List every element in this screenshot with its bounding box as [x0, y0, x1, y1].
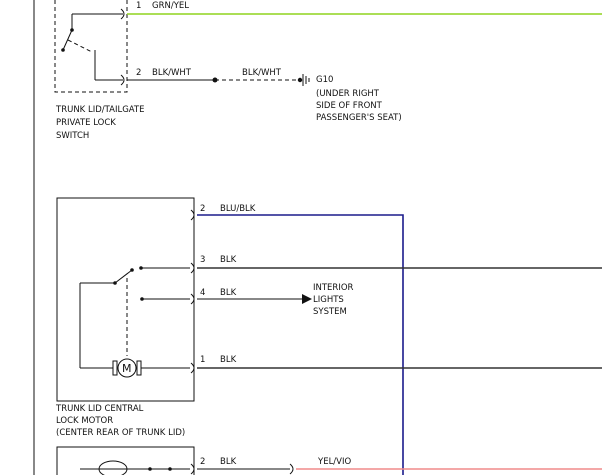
- connector-chevron-bottom-pin2: [190, 463, 195, 475]
- ground-id: G10: [316, 75, 333, 85]
- motor-pin4-number: 4: [200, 288, 205, 298]
- bottom-node-1: [148, 467, 152, 471]
- pin1-wire-label: GRN/YEL: [152, 1, 189, 11]
- motor-pin1-number: 1: [200, 355, 205, 365]
- connector-chevron-motor-pin4: [190, 293, 195, 305]
- motor-icon: [117, 358, 137, 378]
- pin2-number: 2: [136, 68, 141, 78]
- motor-pin4-dot: [140, 297, 144, 301]
- connector-chevron-motor-pin2: [190, 209, 195, 221]
- ext-wire-label: BLK/WHT: [242, 68, 282, 78]
- switch-label-1: TRUNK LID/TAILGATE: [55, 105, 145, 115]
- bottom-component: 2 BLK YEL/VIO: [56, 446, 602, 475]
- private-lock-switch: 1 GRN/YEL 2 BLK/WHT BLK/WHT G10 (UNDER R…: [54, 0, 602, 141]
- pin1-number: 1: [136, 1, 141, 11]
- motor-switch-fixed-dot: [139, 266, 143, 270]
- pin4-destination-2: LIGHTS: [313, 295, 344, 305]
- motor-switch-contact: [130, 268, 134, 272]
- ground-icon: [297, 74, 310, 86]
- bottom-enclosure: [56, 446, 195, 475]
- ground-location-2: SIDE OF FRONT: [316, 101, 383, 111]
- switch-pivot: [70, 28, 74, 32]
- motor-pin2-wire-label: BLU/BLK: [220, 204, 256, 214]
- motor-cap-left: [112, 360, 118, 376]
- motor-pin2-number: 2: [200, 204, 205, 214]
- ground-location-1: (UNDER RIGHT: [316, 89, 380, 99]
- connector-chevron-pin1: [120, 8, 125, 20]
- bottom-pin2-number: 2: [200, 457, 205, 467]
- switch-actuator: [67, 39, 93, 53]
- connector-chevron-bottom-ext: [289, 463, 294, 475]
- connector-chevron-motor-pin1: [190, 362, 195, 374]
- central-lock-motor: M 2 BLU/BLK 3 BLK 4 BLK INTERIOR LIGHTS …: [55, 197, 602, 475]
- motor-pin1-wire-label: BLK: [220, 355, 237, 365]
- pin4-destination-1: INTERIOR: [313, 283, 354, 293]
- motor-pin3-number: 3: [200, 255, 205, 265]
- motor-cap-right: [136, 360, 142, 376]
- bulb-icon: [98, 460, 128, 475]
- motor-pin3-wire-label: BLK: [220, 255, 237, 265]
- motor-label-3: (CENTER REAR OF TRUNK LID): [56, 428, 185, 438]
- switch-label-3: SWITCH: [56, 131, 89, 141]
- wire-blu-blk: [197, 214, 404, 475]
- bottom-ext-wire-label: YEL/VIO: [317, 457, 351, 467]
- connector-chevron-motor-pin3: [190, 262, 195, 274]
- bottom-node-2: [168, 467, 172, 471]
- motor-label-1: TRUNK LID CENTRAL: [55, 404, 144, 414]
- motor-label-2: LOCK MOTOR: [56, 416, 113, 426]
- motor-pin4-wire-label: BLK: [220, 288, 237, 298]
- switch-blade: [62, 29, 73, 51]
- motor-switch-blade: [114, 269, 133, 284]
- ground-location-3: PASSENGER'S SEAT): [316, 113, 402, 123]
- switch-contact: [61, 48, 65, 52]
- switch-label-2: PRIVATE LOCK: [56, 118, 116, 128]
- switch-enclosure: [54, 0, 128, 93]
- arrow-right-icon: [302, 294, 312, 304]
- bottom-pin2-wire-label: BLK: [220, 457, 237, 467]
- pin2-wire-label: BLK/WHT: [152, 68, 192, 78]
- motor-symbol: M: [122, 362, 132, 375]
- connector-chevron-pin2: [120, 74, 125, 86]
- pin4-destination-3: SYSTEM: [313, 307, 347, 317]
